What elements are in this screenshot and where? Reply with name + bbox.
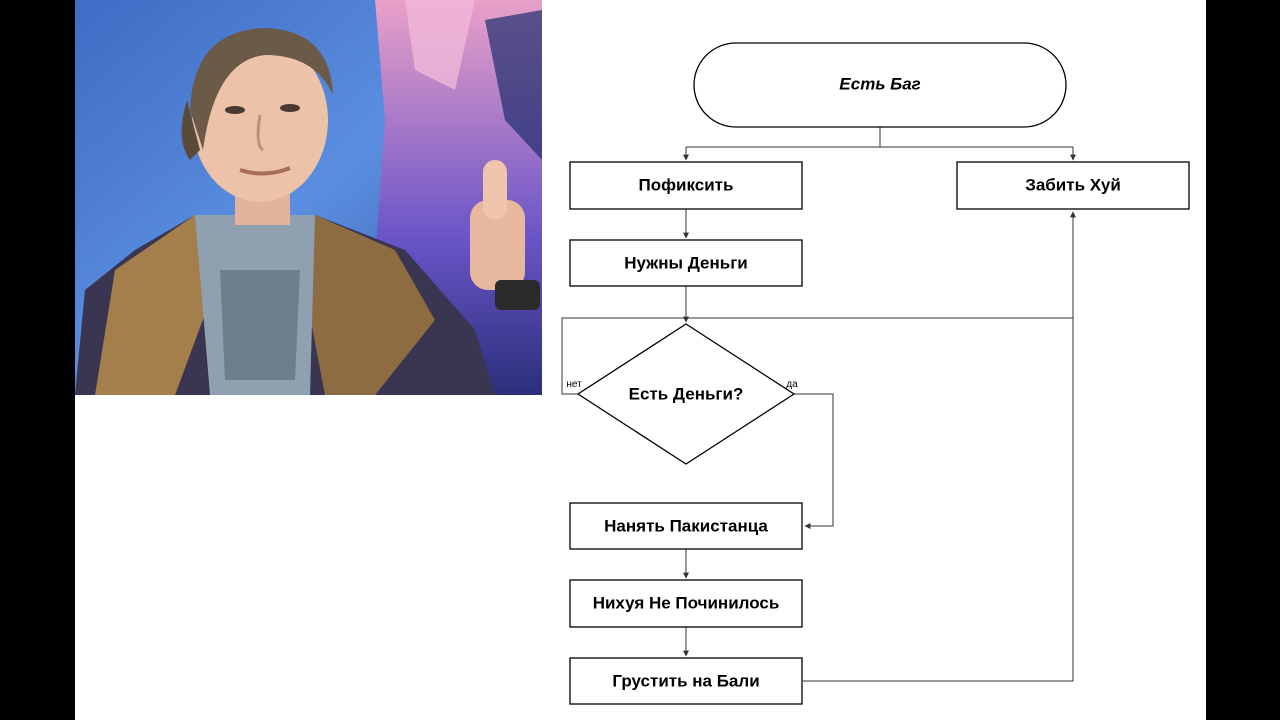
thumbs-up-icon bbox=[470, 160, 540, 310]
edge-no-loop bbox=[561, 317, 1073, 395]
fix-shape bbox=[569, 161, 803, 210]
node-hire: Нанять Пакистанца bbox=[569, 502, 803, 550]
sad-label: Грустить на Бали bbox=[612, 671, 759, 690]
node-ignore: Забить Хуй bbox=[956, 161, 1190, 210]
node-need-money: Нужны Деньги bbox=[569, 239, 803, 287]
jacket-pattern-right bbox=[305, 215, 435, 395]
poster-detail bbox=[405, 0, 475, 90]
edge-label-yes: да bbox=[786, 379, 798, 390]
ignore-shape bbox=[956, 161, 1190, 210]
not-fixed-label: Нихуя Не Починилось bbox=[593, 593, 780, 612]
canvas: Есть Баг Пофиксить Забить Хуй Нужны День… bbox=[75, 0, 1206, 720]
edges bbox=[561, 127, 1076, 682]
decision-label: Есть Деньги? bbox=[629, 384, 744, 403]
mouth bbox=[239, 166, 291, 176]
jacket-pattern-left bbox=[95, 215, 225, 395]
need-money-shape bbox=[569, 239, 803, 287]
t-shirt-print bbox=[220, 270, 300, 380]
start-label: Есть Баг bbox=[839, 74, 921, 93]
node-start: Есть Баг bbox=[693, 42, 1067, 128]
edge-label-no: нет bbox=[566, 379, 582, 390]
eye-left bbox=[225, 106, 245, 114]
hire-label: Нанять Пакистанца bbox=[604, 516, 768, 535]
edge-sad-ignore bbox=[803, 211, 1076, 682]
decision-shape bbox=[576, 323, 796, 465]
poster-detail-dark bbox=[485, 10, 542, 160]
start-shape bbox=[693, 42, 1067, 128]
fix-label: Пофиксить bbox=[639, 175, 734, 194]
photo bbox=[75, 0, 542, 395]
hair bbox=[190, 28, 333, 150]
node-sad: Грустить на Бали bbox=[569, 657, 803, 705]
edge-yes-hire bbox=[794, 393, 834, 529]
node-not-fixed: Нихуя Не Починилось bbox=[569, 579, 803, 628]
flowchart: Есть Баг Пофиксить Забить Хуй Нужны День… bbox=[561, 42, 1190, 705]
ignore-label: Забить Хуй bbox=[1025, 175, 1121, 194]
photo-illustration bbox=[75, 0, 542, 395]
hair-side bbox=[181, 100, 200, 160]
hire-shape bbox=[569, 502, 803, 550]
nose bbox=[256, 114, 264, 152]
node-fix: Пофиксить bbox=[569, 161, 803, 210]
node-decision: Есть Деньги? bbox=[576, 323, 796, 465]
need-money-label: Нужны Деньги bbox=[624, 253, 748, 272]
eye-right bbox=[280, 104, 300, 112]
sad-shape bbox=[569, 657, 803, 705]
not-fixed-shape bbox=[569, 579, 803, 628]
